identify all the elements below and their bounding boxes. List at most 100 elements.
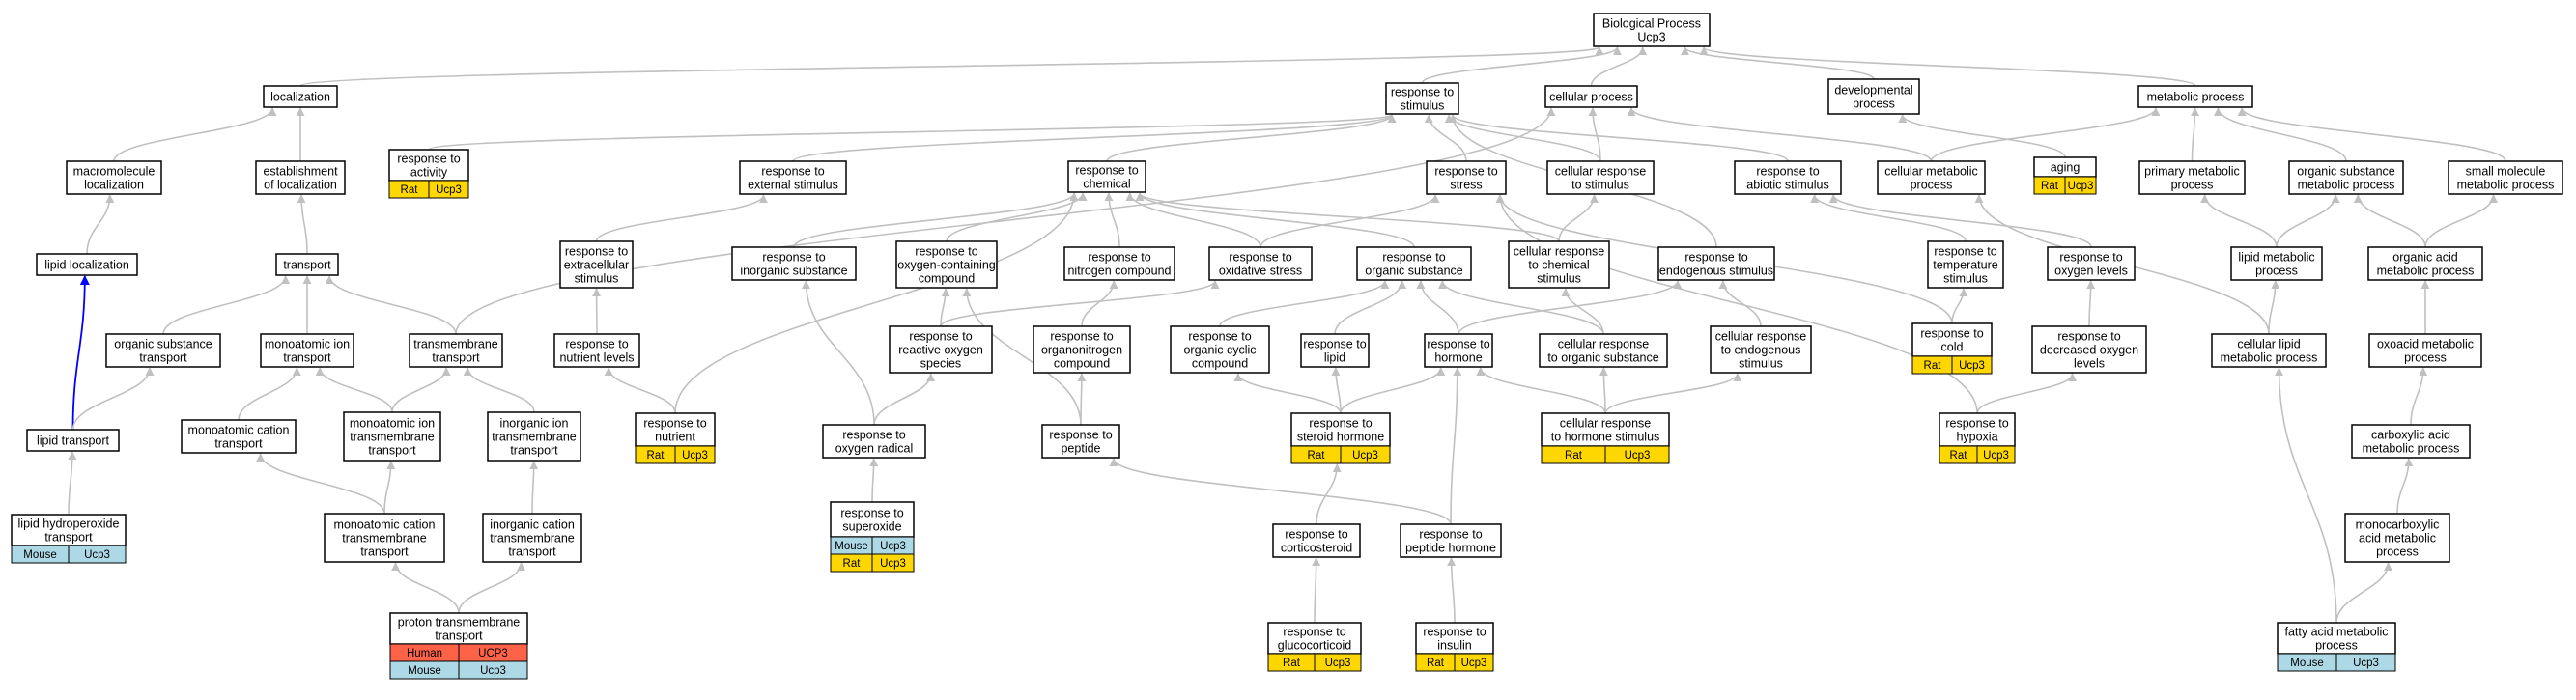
node-box [1546,160,1655,195]
species-label: Mouse [23,549,57,561]
edges-layer [68,46,2506,624]
node-label-line: compound [1054,357,1110,371]
node-label-line: cellular response [1514,245,1605,259]
node-label-line: inorganic ion [500,417,569,431]
edge-lipid-loc-to-macro-loc [86,194,115,255]
node-label-line: Biological Process [1602,17,1701,31]
node-label-line: of localization [264,179,337,192]
node-label-line: transport [283,259,331,272]
edge-inorg-cat-tm-to-inorg-ion-tm [529,461,539,515]
node-label-line: localization [270,91,330,104]
edge-cell-resp-stim-to-resp-stim [1444,114,1601,162]
species-label: Mouse [835,541,868,552]
edge-transmem-trans-to-transport [325,275,457,335]
go-node-transport: transport [275,253,339,276]
node-label-line: transport [214,437,263,451]
edge-resp-cold-to-resp-temp [1951,288,1968,324]
edge-cell-met-to-cell-proc [1627,107,1933,162]
node-label-line: response to [1382,251,1445,265]
node-label-line: inorganic cation [490,518,575,532]
node-label-line: lipid [1324,351,1345,365]
node-label-line: transport [510,444,558,458]
node-box [553,333,640,368]
node-label-line: metabolic process [2298,179,2395,192]
edge-resp-abiotic-to-resp-stim [1448,114,1789,162]
species-label: Rat [1427,658,1445,669]
node-label-line: metabolic process [2457,179,2555,192]
gene-label: Ucp3 [2353,658,2379,669]
node-box [1927,240,2004,289]
species-label: Rat [401,184,419,196]
edge-mono-cat-tm-to-mono-cat-trans [256,453,385,515]
node-label-line: response to [1285,528,1347,542]
node-box [1827,78,1920,115]
node-label-line: lipid transport [37,434,110,448]
node-label-line: steroid hormone [1297,431,1384,444]
edge-org-sub-met-to-met-proc [2213,107,2347,162]
node-label-line: to chemical [1528,259,1589,272]
edge-cell-met-to-met-proc [1930,107,2161,162]
edge-monocarbox-met-to-carbox-met [2396,458,2414,515]
edge-resp-activity-to-resp-stim [428,114,1396,151]
edge-mono-cat-tm-to-mono-ion-tm [383,461,396,515]
node-label-line: response to [762,251,825,265]
node-label-line: transport [360,546,409,559]
species-label: Rat [1924,360,1942,372]
edge-carbox-met-to-oxoacid-met [2410,367,2428,426]
node-box [26,429,120,452]
edge-cell-resp-org-to-resp-org-sub [1437,280,1604,335]
node-box [1734,160,1842,195]
node-label-line: levels [2074,357,2105,371]
edge-lipid-transport-to-org-sub-trans [71,367,155,431]
gene-label: Ucp3 [1625,450,1651,462]
node-box [895,240,998,289]
node-label-line: metabolic process [2363,442,2460,456]
node-label-line: activity [410,166,448,180]
node-label-line: extracellular [564,259,629,272]
gene-cell [68,545,127,564]
node-label-line: process [2376,546,2419,559]
edge-proton-tm-to-mono-cat-tm [391,562,460,614]
gene-cell [674,445,716,464]
node-label-line: process [2404,351,2447,365]
edge-resp-oxrad-to-resp-inorg [801,280,875,426]
gene-label: Ucp3 [880,541,906,552]
node-label-line: stimulus [1739,357,1783,371]
gene-label: Ucp3 [436,184,462,196]
node-label-line: response to [1427,338,1489,351]
species-label: Mouse [408,665,441,677]
node-box [1541,412,1670,447]
node-box [1508,240,1610,289]
node-box [822,424,926,459]
species-label: Mouse [2290,658,2324,669]
node-label-line: response to [2057,330,2120,344]
edge-mono-ion-tm-to-transmem-trans [391,367,451,413]
edge-lipid-hydro-to-lipid-transport [68,451,77,516]
node-label-line: small molecule [2466,165,2546,179]
edge-mono-cat-trans-to-mono-ion-trans [238,367,301,421]
edge-resp-extracell-to-resp-ext [595,194,768,242]
edge-lipid-met-to-prim-met [2200,194,2278,248]
node-label-line: response to [1684,251,1747,265]
node-box [2031,325,2147,374]
node-label-line: cellular metabolic [1884,165,1978,179]
go-node-cell-proc: cellular process [1544,85,1638,108]
edge-resp-lipid-to-resp-org-sub [1334,280,1407,335]
node-box [1033,325,1131,374]
node-box [324,513,445,563]
node-label-line: to hormone stimulus [1551,431,1660,444]
node-label-line: transmembrane [413,338,498,351]
